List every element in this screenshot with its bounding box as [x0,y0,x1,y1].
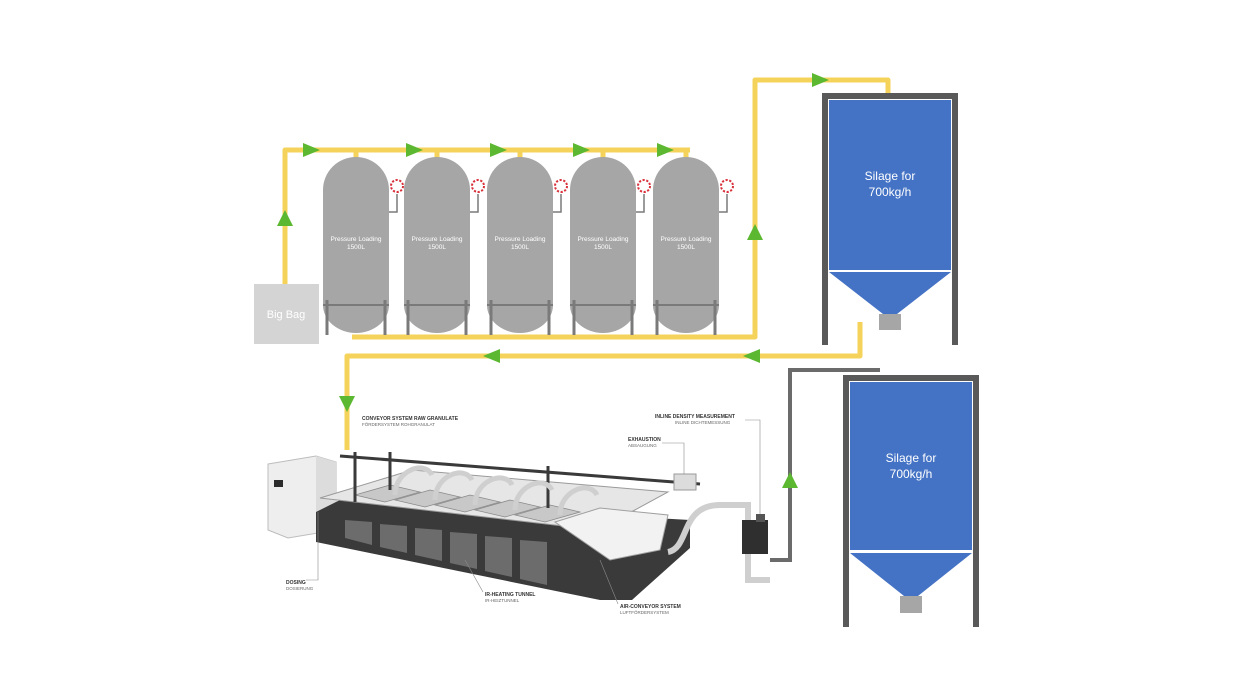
vessel-label: Pressure Loading [412,236,463,243]
callout-exhaustion-title: EXHAUSTION [628,437,661,443]
processing-machine [267,452,770,600]
valve-icon [471,179,485,193]
flow-arrow-right [406,143,423,157]
callout-conveyor: CONVEYOR SYSTEM RAW GRANULATE FÖRDERSYST… [362,416,459,427]
silo-label: Silage for [886,451,937,465]
silo-hopper [829,272,951,314]
vessel-label: Pressure Loading [661,236,712,243]
frame-cells [345,520,547,585]
silo-frame [822,93,958,99]
valve-icon [554,179,568,193]
flow-arrow-right [490,143,507,157]
valve-icon [720,179,734,193]
vessel-capacity: 1500L [428,244,446,251]
vessel-label: Pressure Loading [495,236,546,243]
exhaust-hoses [392,465,600,516]
flow-arrow-left [483,349,500,363]
air-conveyor-box [553,507,669,561]
big-bag-box [254,284,319,344]
silo-hopper [850,553,972,596]
silo-frame [843,375,979,381]
callout-air-conveyor: AIR-CONVEYOR SYSTEM LUFTFÖRDERSYSTEM [599,559,681,615]
flow-arrow-up [782,472,798,488]
vessel-capacity: 1500L [594,244,612,251]
flow-arrow-up [277,210,293,226]
collector-line [352,77,891,340]
silo-capacity: 700kg/h [890,467,933,481]
silo-label: Silage for [865,169,916,183]
pressure-vessel: Pressure Loading 1500L [323,157,404,335]
flow-arrow-right [657,143,674,157]
valve-icon [390,179,404,193]
silo: Silage for 700kg/h [843,375,979,627]
callout-density-subtitle: INLINE DICHTEMESSUNG [675,420,731,425]
callout-density-title: INLINE DENSITY MEASUREMENT [655,414,735,420]
callout-heating-subtitle: IR-HEIZTUNNEL [485,598,520,603]
big-bag-label: Big Bag [267,309,306,321]
density-meter [742,514,768,554]
vessel-label: Pressure Loading [331,236,382,243]
silo-body [829,100,951,270]
callout-heating-title: IR-HEATING TUNNEL [485,592,535,598]
vessel-label: Pressure Loading [578,236,629,243]
air-conveyor-pipe [770,368,880,562]
valve-icon [637,179,651,193]
pressure-vessel: Pressure Loading 1500L [570,157,651,335]
flow-arrow-left [743,349,760,363]
callout-exhaustion-subtitle: ABSAUGUNG [628,443,657,448]
callout-dosing-title: DOSING [286,580,306,586]
callout-exhaustion: EXHAUSTION ABSAUGUNG [628,437,685,474]
callout-dosing-subtitle: DOSIERUNG [286,586,314,591]
pressure-vessel: Pressure Loading 1500L [487,157,568,335]
callout-density: INLINE DENSITY MEASUREMENT INLINE DICHTE… [655,414,761,514]
pressure-vessels: Pressure Loading 1500L Pressure Loading … [323,157,734,335]
big-bag: Big Bag [254,284,319,344]
return-line [344,322,863,450]
callout-conveyor-title: CONVEYOR SYSTEM RAW GRANULATE [362,416,459,422]
vessel-capacity: 1500L [511,244,529,251]
silo-body [850,382,972,550]
flow-arrow-up [747,224,763,240]
silo-outlet [900,596,922,613]
silo-capacity: 700kg/h [869,185,912,199]
flow-arrows [277,73,829,488]
outlet-pipe [666,502,770,583]
pressure-vessel: Pressure Loading 1500L [653,157,734,335]
silo-outlet [879,314,901,330]
flow-arrow-right [303,143,320,157]
pressure-vessel: Pressure Loading 1500L [404,157,485,335]
feed-line-top [282,147,690,285]
exhaustion-unit [673,473,697,491]
vessel-capacity: 1500L [677,244,695,251]
machine-callouts: CONVEYOR SYSTEM RAW GRANULATE FÖRDERSYST… [286,414,761,615]
callout-air-conveyor-subtitle: LUFTFÖRDERSYSTEM [620,609,669,615]
heater-panels [353,484,582,523]
callout-conveyor-subtitle: FÖRDERSYSTEM ROHGRANULAT [362,421,435,427]
callout-dosing: DOSING DOSIERUNG [286,512,319,591]
vessel-capacity: 1500L [347,244,365,251]
callout-air-conveyor-title: AIR-CONVEYOR SYSTEM [620,604,681,610]
flow-arrow-down [339,396,355,412]
silo: Silage for 700kg/h [822,93,958,345]
callout-heating: IR-HEATING TUNNEL IR-HEIZTUNNEL [464,559,535,603]
flow-arrow-right [812,73,829,87]
flow-arrow-right [573,143,590,157]
